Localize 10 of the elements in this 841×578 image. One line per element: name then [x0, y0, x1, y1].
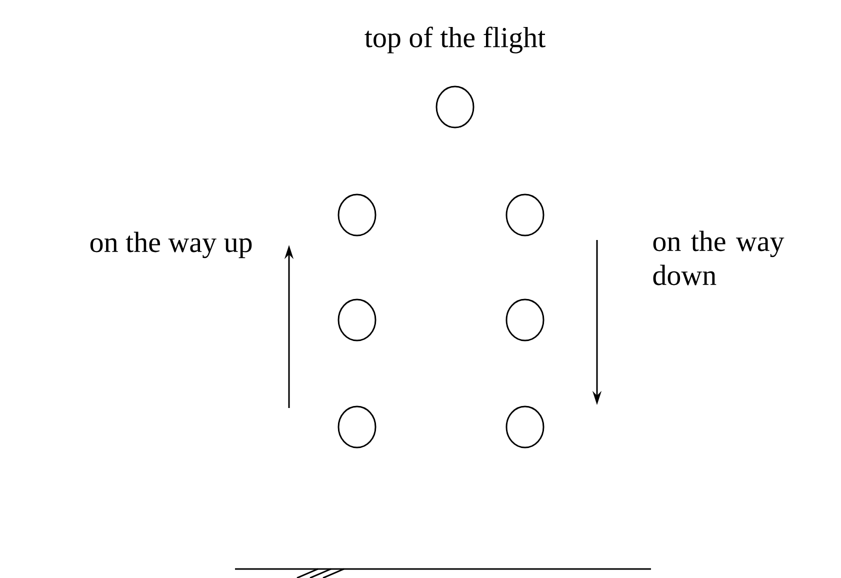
- ball-circle: [338, 298, 376, 342]
- label: on the way up: [90, 232, 252, 258]
- ball-circle: [436, 86, 474, 128]
- ball-circle: [506, 194, 544, 236]
- label: on the way down: [653, 230, 784, 286]
- ball-circle: [338, 406, 376, 448]
- ball-circle: [338, 194, 376, 236]
- ball-circle: [506, 298, 544, 342]
- ball-circle: [506, 406, 544, 448]
- label: top of the flight: [364, 26, 546, 54]
